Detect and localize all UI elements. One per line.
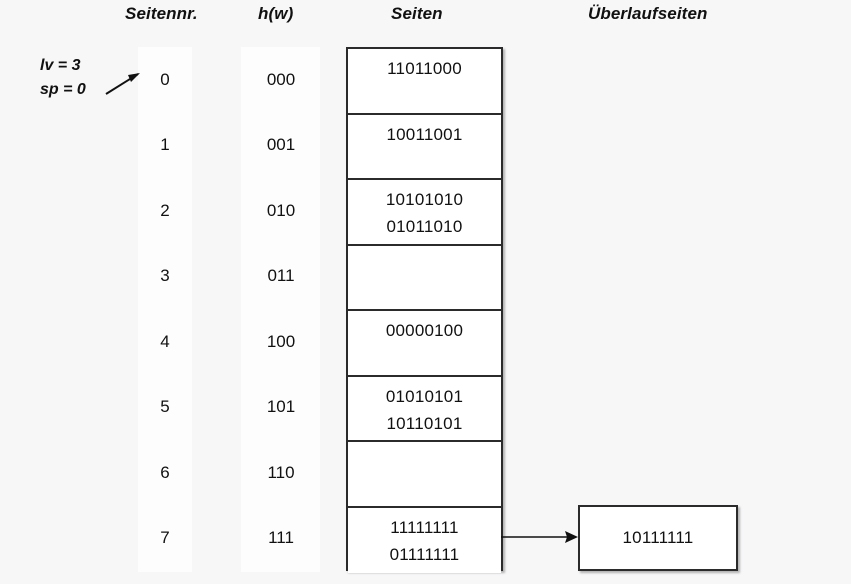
seitennr-cell: 0 xyxy=(160,69,170,89)
page-row: 00000100 xyxy=(348,311,501,377)
page-entry: 11011000 xyxy=(387,59,462,78)
page-entry: 01011010 xyxy=(386,217,463,236)
seitennr-cell: 3 xyxy=(160,266,170,286)
page-row: 10101010 01011010 xyxy=(348,180,501,246)
column-header-seitennr: Seitennr. xyxy=(125,4,198,23)
split-pointer-arrow-icon xyxy=(105,73,140,95)
seitennr-cell: 7 xyxy=(160,528,170,548)
hw-cell: 011 xyxy=(267,266,295,286)
page-entry: 01010101 xyxy=(385,386,464,406)
page-entry: 00000100 xyxy=(385,321,464,340)
page-row xyxy=(348,245,501,311)
overflow-page-box: 10111111 xyxy=(578,505,738,571)
level-split-annotation: lv = 3 sp = 0 xyxy=(40,54,86,102)
hw-cell: 001 xyxy=(266,135,296,155)
seitennr-cell: 2 xyxy=(160,200,170,220)
column-header-ueberlaufseiten: Überlaufseiten xyxy=(588,4,708,23)
overflow-link-arrow-icon xyxy=(501,531,578,543)
seitennr-cell: 6 xyxy=(160,462,170,482)
column-header-hw: h(w) xyxy=(258,4,294,23)
page-entry: 11111111 xyxy=(390,517,459,537)
seitennr-cell: 4 xyxy=(160,331,170,351)
pages-table: 11011000 10011001 10101010 01011010 00000100… xyxy=(346,47,503,573)
hw-cell: 111 xyxy=(268,528,294,548)
page-row: 01010101 10110101 xyxy=(348,376,501,442)
hw-cell: 110 xyxy=(267,462,295,482)
seitennr-column-band xyxy=(138,47,192,572)
page-row: 11111111 01111111 xyxy=(348,507,501,573)
seitennr-cell: 1 xyxy=(160,135,170,155)
page-row: 10011001 xyxy=(348,114,501,180)
hw-cell: 010 xyxy=(266,200,296,220)
page-entry: 10011001 xyxy=(386,124,463,144)
column-header-seiten: Seiten xyxy=(391,4,443,23)
page-entry: 10101010 xyxy=(385,190,464,209)
hw-cell: 100 xyxy=(266,331,296,351)
hw-column-band xyxy=(241,47,320,572)
page-row xyxy=(348,442,501,508)
hw-cell: 000 xyxy=(266,69,296,89)
annotation-sp: sp = 0 xyxy=(40,81,86,98)
page-row: 11011000 xyxy=(348,49,501,115)
overflow-page-entry: 10111111 xyxy=(622,528,694,547)
hw-cell: 101 xyxy=(266,397,296,417)
annotation-lv: lv = 3 xyxy=(40,57,81,74)
seitennr-cell: 5 xyxy=(160,397,170,417)
page-entry: 10110101 xyxy=(386,413,463,433)
page-entry: 01111111 xyxy=(389,544,460,564)
